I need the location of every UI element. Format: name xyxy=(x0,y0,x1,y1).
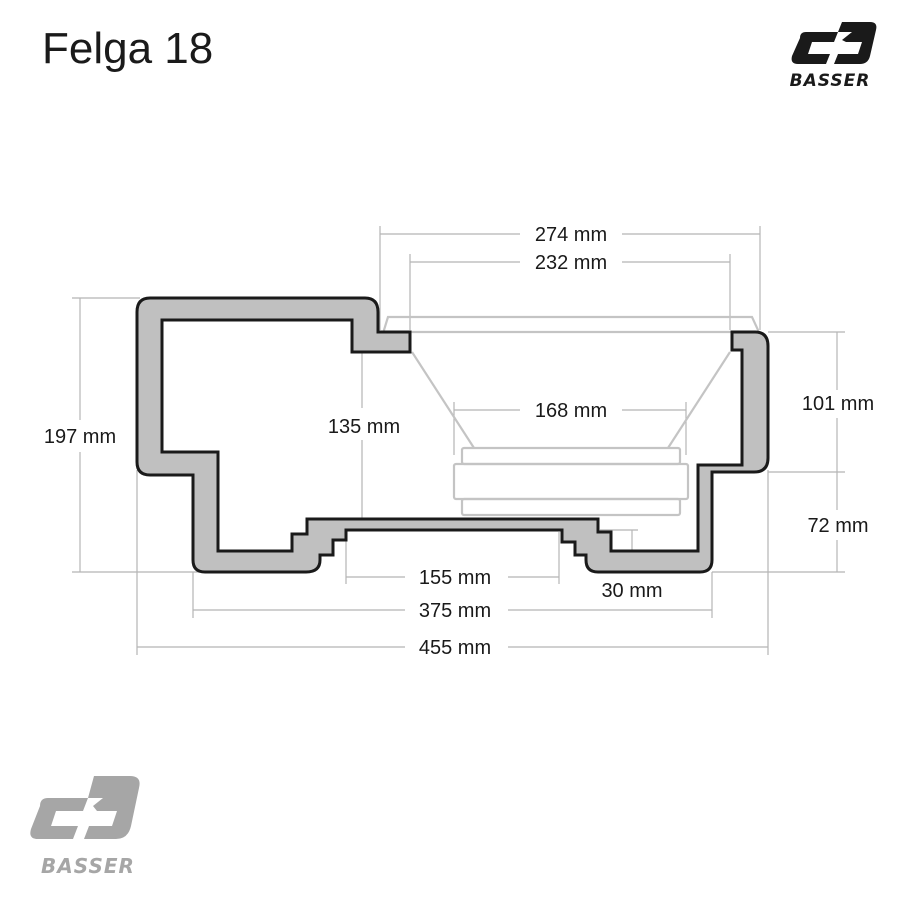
dim-101: 101 mm xyxy=(802,393,874,415)
dim-72: 72 mm xyxy=(807,515,868,537)
brand-name: BASSER xyxy=(790,71,871,91)
dim-274: 274 mm xyxy=(535,224,607,246)
dim-375: 375 mm xyxy=(419,600,491,622)
logo-mark-icon xyxy=(30,776,140,839)
dim-155: 155 mm xyxy=(419,567,491,589)
brand-name: BASSER xyxy=(41,854,135,878)
brand-logo-bottom: BASSER xyxy=(30,776,140,878)
dim-455: 455 mm xyxy=(419,637,491,659)
dim-232: 232 mm xyxy=(535,252,607,274)
enclosure-wall-left xyxy=(135,296,770,574)
dim-168: 168 mm xyxy=(535,400,607,422)
brand-logo-top: BASSER xyxy=(790,22,877,91)
dimension-lines xyxy=(72,226,845,655)
logo-mark-icon xyxy=(791,22,877,64)
page-title: Felga 18 xyxy=(42,24,214,73)
speaker-outline xyxy=(382,315,760,517)
dim-197: 197 mm xyxy=(44,426,116,448)
dim-30: 30 mm xyxy=(601,580,662,602)
dim-135: 135 mm xyxy=(328,416,400,438)
